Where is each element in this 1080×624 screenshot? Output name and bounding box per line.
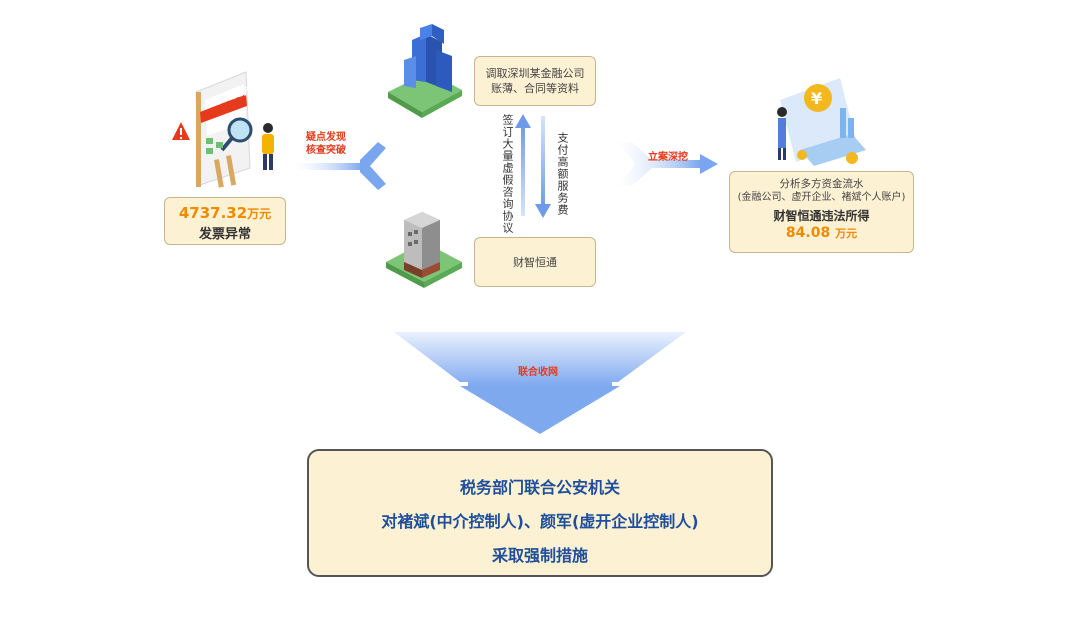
svg-text:¥: ¥ — [811, 89, 822, 108]
vertical-arrows — [515, 114, 551, 218]
illegal-amount: 84.08 — [785, 225, 831, 241]
invoice-amount: 4737.32 — [178, 204, 248, 222]
pay-label: 支付高额服务费 — [556, 132, 569, 216]
sign-label: 签订大量虚假咨询协议 — [501, 114, 514, 234]
invoice-unit: 万元 — [247, 207, 272, 221]
illegal-unit: 万元 — [835, 227, 858, 240]
final-line3: 采取强制措施 — [491, 546, 588, 565]
final-box: 税务部门联合公安机关 对褚斌(中介控制人)、颜军(虚开企业控制人) 采取强制措施 — [307, 449, 773, 577]
record-label: 立案深挖 — [648, 152, 688, 163]
bank-line1: 调取深圳某金融公司 — [485, 67, 585, 80]
fork-arrow-right — [616, 142, 718, 186]
fork-arrow-left — [294, 142, 386, 190]
analysis-line2: (金融公司、虚开企业、褚斌个人账户) — [737, 192, 906, 203]
invoice-box: 4737.32万元 发票异常 — [164, 197, 286, 245]
discover-line1: 疑点发现 — [306, 132, 346, 143]
analysis-line3: 财智恒通违法所得 — [773, 209, 870, 223]
company-label: 财智恒通 — [513, 256, 557, 269]
final-line2: 对褚斌(中介控制人)、颜军(虚开企业控制人) — [381, 512, 699, 531]
analysis-box: 分析多方资金流水 (金融公司、虚开企业、褚斌个人账户) 财智恒通违法所得 84.… — [729, 171, 914, 253]
bank-building-icon — [388, 24, 462, 118]
analysis-line1: 分析多方资金流水 — [779, 178, 864, 190]
joint-arrow — [394, 332, 686, 434]
final-line1: 税务部门联合公安机关 — [459, 478, 620, 497]
joint-label: 联合收网 — [518, 367, 558, 378]
company-box: 财智恒通 — [474, 237, 596, 287]
invoice-label: 发票异常 — [198, 227, 251, 242]
discover-line2: 核查突破 — [306, 145, 346, 156]
bank-line2: 账薄、合同等资料 — [491, 82, 579, 95]
discover-label: 疑点发现 核查突破 — [306, 131, 346, 157]
illegal-amount-line: 84.08 万元 — [730, 225, 913, 241]
bank-box: 调取深圳某金融公司 账薄、合同等资料 — [474, 56, 596, 106]
investigation-illustration — [172, 71, 274, 188]
funds-analysis-illustration: ¥ — [777, 78, 866, 166]
company-building-icon — [386, 212, 462, 288]
invoice-amount-line: 4737.32万元 — [165, 204, 285, 222]
